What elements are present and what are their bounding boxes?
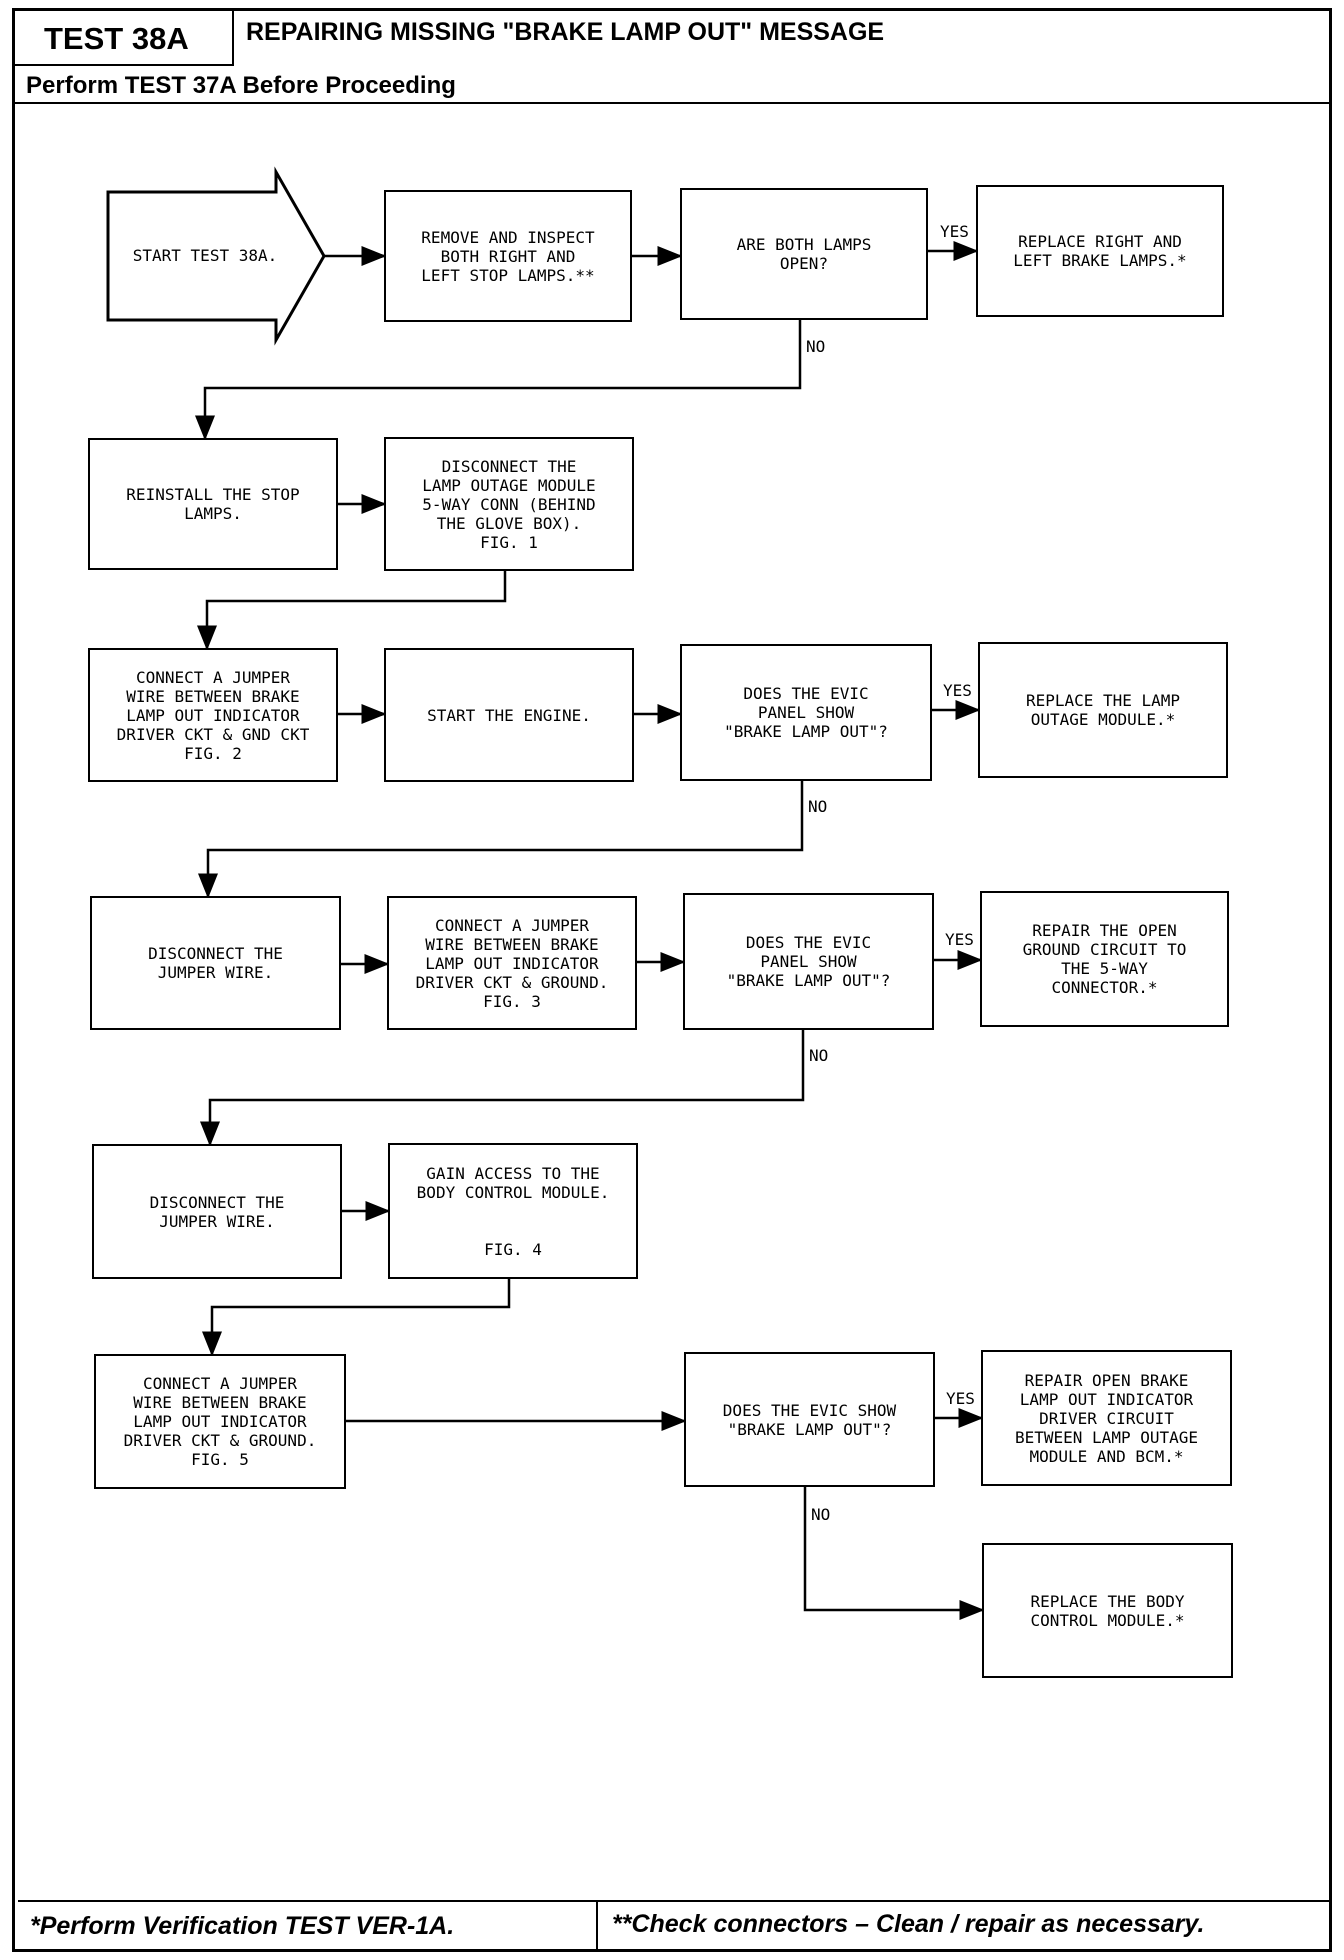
- step-reinstall-stop-lamps: REINSTALL THE STOP LAMPS.: [88, 438, 338, 570]
- step-disconnect-jumper-1: DISCONNECT THE JUMPER WIRE.: [90, 896, 341, 1030]
- no-label-1: NO: [806, 337, 826, 356]
- yes-label-2: YES: [943, 681, 972, 700]
- no-label-4: NO: [811, 1505, 831, 1524]
- start-test-label: START TEST 38A.: [132, 246, 278, 265]
- decision-evic-show: DOES THE EVIC SHOW "BRAKE LAMP OUT"?: [684, 1352, 935, 1487]
- arrow-q3-no: [200, 1030, 805, 1147]
- step-jumper-ground-fig3: CONNECT A JUMPER WIRE BETWEEN BRAKE LAMP…: [387, 896, 637, 1030]
- page-frame: [12, 8, 1332, 1952]
- step-replace-body-control-module: REPLACE THE BODY CONTROL MODULE.*: [982, 1543, 1233, 1678]
- arrow-q2-no: [198, 781, 804, 899]
- header-divider: [12, 102, 1332, 104]
- footer-separator: [596, 1902, 598, 1952]
- decision-evic-panel-2: DOES THE EVIC PANEL SHOW "BRAKE LAMP OUT…: [683, 893, 934, 1030]
- footer-divider: [18, 1900, 1332, 1902]
- arrow-q4-no: [803, 1487, 985, 1620]
- step-jumper-gnd-ckt: CONNECT A JUMPER WIRE BETWEEN BRAKE LAMP…: [88, 648, 338, 782]
- no-label-2: NO: [808, 797, 828, 816]
- arrow-access-to-jumper5: [202, 1279, 511, 1357]
- prerequisite-note: Perform TEST 37A Before Proceeding: [26, 72, 456, 99]
- yes-label-4: YES: [946, 1389, 975, 1408]
- step-start-engine: START THE ENGINE.: [384, 648, 634, 782]
- step-disconnect-outage-module: DISCONNECT THE LAMP OUTAGE MODULE 5-WAY …: [384, 437, 634, 571]
- start-arrow-shape: [106, 166, 326, 346]
- test-id: TEST 38A: [12, 8, 234, 66]
- page-title: REPAIRING MISSING "BRAKE LAMP OUT" MESSA…: [246, 18, 885, 46]
- arrow-q1-no: [195, 320, 802, 441]
- decision-evic-panel-1: DOES THE EVIC PANEL SHOW "BRAKE LAMP OUT…: [680, 644, 932, 781]
- step-disconnect-jumper-2: DISCONNECT THE JUMPER WIRE.: [92, 1144, 342, 1279]
- step-jumper-ground-fig5: CONNECT A JUMPER WIRE BETWEEN BRAKE LAMP…: [94, 1354, 346, 1489]
- step-replace-brake-lamps: REPLACE RIGHT AND LEFT BRAKE LAMPS.*: [976, 185, 1224, 317]
- step-repair-driver-circuit: REPAIR OPEN BRAKE LAMP OUT INDICATOR DRI…: [981, 1350, 1232, 1486]
- no-label-3: NO: [809, 1046, 829, 1065]
- footer-connector-note: **Check connectors – Clean / repair as n…: [612, 1910, 1205, 1938]
- yes-label-1: YES: [940, 222, 969, 241]
- step-repair-ground-circuit: REPAIR THE OPEN GROUND CIRCUIT TO THE 5-…: [980, 891, 1229, 1027]
- step-access-body-control-module: GAIN ACCESS TO THE BODY CONTROL MODULE. …: [388, 1143, 638, 1279]
- footer-verification-note: *Perform Verification TEST VER-1A.: [30, 1912, 455, 1940]
- arrow-disconnect-to-jumper: [197, 571, 507, 651]
- step-replace-outage-module: REPLACE THE LAMP OUTAGE MODULE.*: [978, 642, 1228, 778]
- step-remove-inspect-lamps: REMOVE AND INSPECT BOTH RIGHT AND LEFT S…: [384, 190, 632, 322]
- decision-both-lamps-open: ARE BOTH LAMPS OPEN?: [680, 188, 928, 320]
- yes-label-3: YES: [945, 930, 974, 949]
